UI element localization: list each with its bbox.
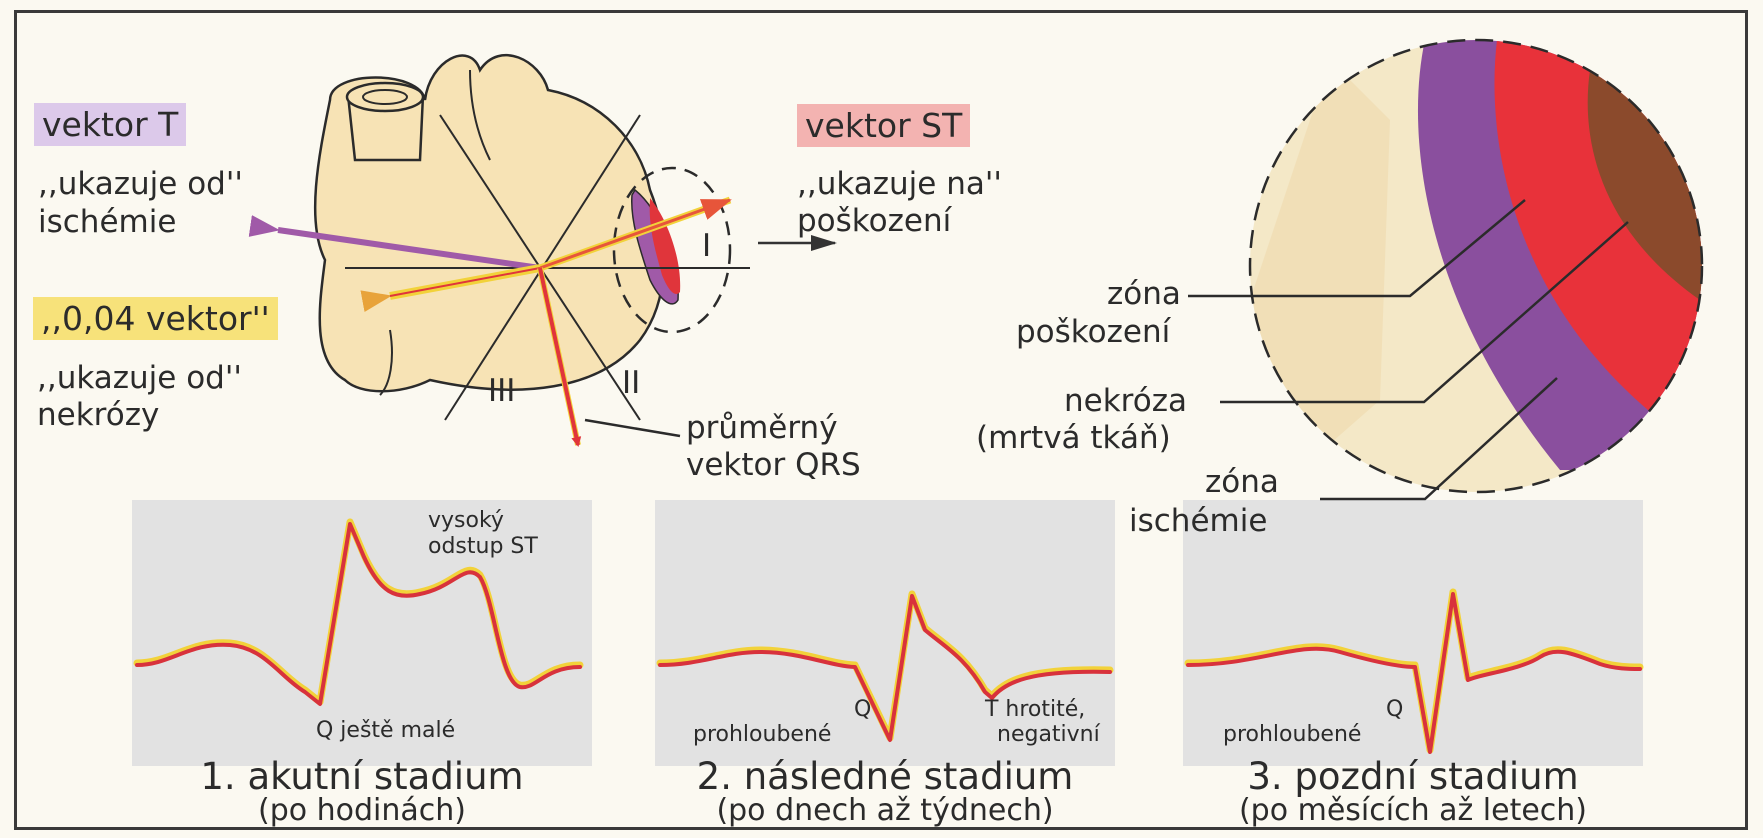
heart-illustration [315, 55, 680, 395]
lead-i-label: I [702, 228, 711, 264]
stage1-note-top-line1: vysoký [428, 508, 504, 534]
qrs-leader-line [585, 420, 680, 436]
zone-necrosis-line2: (mrtvá tkáň) [976, 420, 1171, 456]
stage1-note-q: Q ještě malé [316, 718, 455, 744]
vector-004-line2: nekrózy [37, 397, 159, 433]
vector-004-title: ,,0,04 vektor'' [33, 297, 278, 340]
stage1-note-top-line2: odstup ST [428, 534, 538, 560]
stage2-note-t-line2: negativní [997, 722, 1100, 748]
stage3-note-q-line1: Q [1386, 697, 1403, 723]
zone-ischemia-line2: ischémie [1129, 503, 1267, 539]
vector-st-line1: ,,ukazuje na'' [797, 166, 1002, 202]
tissue-zoom-circle [1250, 20, 1760, 492]
qrs-label-line2: vektor QRS [686, 447, 861, 483]
lead-ii-label: II [622, 365, 640, 401]
stage2-note-t-line1: T hrotité, [985, 697, 1085, 723]
stage3-note-q-line2: prohloubené [1223, 722, 1361, 748]
vector-t-line1: ,,ukazuje od'' [38, 166, 243, 202]
vector-t-line2: ischémie [38, 204, 176, 240]
zone-ischemia-line1: zóna [1205, 464, 1279, 500]
stage3-title: 3. pozdní stadium [1178, 757, 1648, 797]
stage2-subtitle: (po dnech až týdnech) [645, 794, 1125, 828]
stage2-note-q-line2: prohloubené [693, 722, 831, 748]
stage2-note-q-line1: Q [854, 697, 871, 723]
qrs-label-line1: průměrný [686, 410, 838, 446]
lead-iii-label: III [488, 373, 515, 409]
stage2-title: 2. následné stadium [645, 757, 1125, 797]
zone-necrosis-line1: nekróza [1064, 383, 1187, 419]
stage3-subtitle: (po měsících až letech) [1178, 794, 1648, 828]
zone-injury-line2: poškození [1016, 314, 1170, 350]
vector-st-title: vektor ST [797, 104, 970, 147]
vector-st-line2: poškození [797, 203, 951, 239]
zone-injury-line1: zóna [1107, 276, 1181, 312]
vector-t-title: vektor T [34, 103, 186, 146]
stage1-title: 1. akutní stadium [132, 757, 592, 797]
vector-004-line1: ,,ukazuje od'' [37, 360, 242, 396]
stage1-subtitle: (po hodinách) [132, 794, 592, 828]
